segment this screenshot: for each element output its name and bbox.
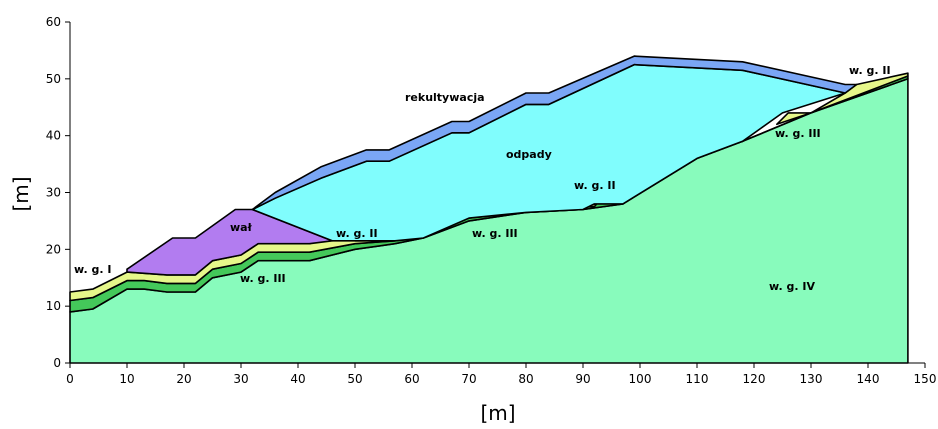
label-wg-III-right: w. g. III (775, 127, 821, 140)
x-tick-label: 70 (461, 372, 476, 386)
layer-rekultywacja (251, 55, 858, 211)
x-tick-label: 0 (66, 372, 74, 386)
x-axis-title: [m] (480, 401, 515, 425)
axes-group: 0 10 20 30 40 50 60 70 80 90 100 110 120 130 140 150 0 10… (46, 15, 937, 386)
x-tick-label: 110 (686, 372, 709, 386)
label-wg-II-mid: w. g. II (574, 179, 616, 192)
x-tick-label: 20 (176, 372, 191, 386)
y-tick-label: 20 (46, 242, 61, 256)
y-tick-label: 30 (46, 186, 61, 200)
x-tick-label: 130 (800, 372, 823, 386)
x-tick-label: 100 (629, 372, 652, 386)
x-tick-label: 50 (347, 372, 362, 386)
y-tick-label: 50 (46, 72, 61, 86)
y-tick-label: 10 (46, 299, 61, 313)
label-wal: wał (230, 221, 253, 234)
label-wg-II-right: w. g. II (849, 64, 891, 77)
label-wg-III-left: w. g. III (240, 272, 286, 285)
x-tick-label: 150 (914, 372, 937, 386)
layers-group (69, 55, 909, 364)
x-tick-label: 90 (575, 372, 590, 386)
x-tick-label: 120 (743, 372, 766, 386)
label-odpady: odpady (506, 148, 552, 161)
label-wg-I: w. g. I (74, 263, 111, 276)
label-wg-II-left: w. g. II (336, 227, 378, 240)
y-tick-label: 0 (53, 356, 61, 370)
x-tick-label: 80 (518, 372, 533, 386)
x-tick-label: 10 (119, 372, 134, 386)
x-tick-label: 30 (233, 372, 248, 386)
y-tick-label: 60 (46, 15, 61, 29)
y-tick-label: 40 (46, 129, 61, 143)
layer-wal (126, 208, 334, 276)
x-tick-label: 40 (290, 372, 305, 386)
label-rekultywacja: rekultywacja (405, 91, 485, 104)
x-tick-label: 140 (857, 372, 880, 386)
label-wg-IV: w. g. IV (769, 280, 815, 293)
y-axis-title: [m] (9, 176, 33, 211)
x-tick-label: 60 (404, 372, 419, 386)
label-wg-III-mid: w. g. III (472, 227, 518, 240)
